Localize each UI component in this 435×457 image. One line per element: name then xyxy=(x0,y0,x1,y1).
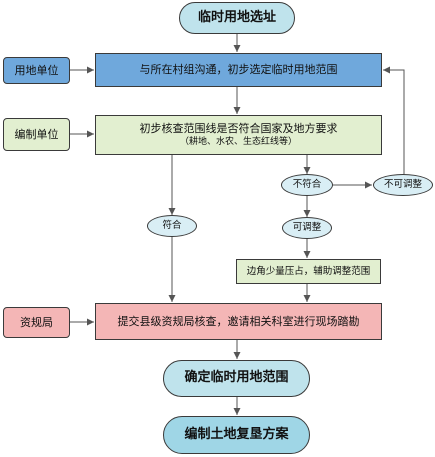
compiler-label: 编制单位 xyxy=(14,127,59,141)
communicate-step: 与所在村组沟通，初步选定临时用地范围 xyxy=(95,53,382,87)
land-user-label: 用地单位 xyxy=(14,63,59,77)
arrow-notadjustable-to-communicate xyxy=(383,66,405,174)
compliant-label: 符合 xyxy=(162,220,182,232)
not-adjustable-oval: 不可调整 xyxy=(373,174,433,196)
plan-label: 编制土地复垦方案 xyxy=(184,426,289,442)
check-step-note: （耕地、水农、生态红线等） xyxy=(179,137,297,148)
adjust-step: 边角少量压占，辅助调整范围 xyxy=(236,259,381,284)
not-adjustable-label: 不可调整 xyxy=(383,179,422,191)
resource-bureau-label: 资规局 xyxy=(20,315,53,329)
not-compliant-oval: 不符合 xyxy=(281,174,333,196)
confirm-label: 确定临时用地范围 xyxy=(184,370,289,386)
start-node: 临时用地选址 xyxy=(179,2,295,34)
submit-step: 提交县级资规局核查，邀请相关科室进行现场踏勘 xyxy=(95,303,382,340)
start-label: 临时用地选址 xyxy=(197,9,276,25)
adjustable-label: 可调整 xyxy=(292,222,322,234)
adjustable-oval: 可调整 xyxy=(282,217,332,239)
check-step-label: 初步核查范围线是否符合国家及地方要求 xyxy=(139,121,338,135)
communicate-step-label: 与所在村组沟通，初步选定临时用地范围 xyxy=(139,63,338,77)
confirm-node: 确定临时用地范围 xyxy=(163,360,310,397)
compiler-node: 编制单位 xyxy=(3,118,70,151)
check-step: 初步核查范围线是否符合国家及地方要求 （耕地、水农、生态红线等） xyxy=(95,115,382,155)
submit-step-label: 提交县级资规局核查，邀请相关科室进行现场踏勘 xyxy=(117,314,360,328)
plan-node: 编制土地复垦方案 xyxy=(163,416,310,454)
land-user-node: 用地单位 xyxy=(3,57,70,84)
compliant-oval: 符合 xyxy=(147,215,197,237)
adjust-step-label: 边角少量压占，辅助调整范围 xyxy=(246,265,371,277)
not-compliant-label: 不符合 xyxy=(292,179,322,191)
resource-bureau-node: 资规局 xyxy=(3,307,70,338)
